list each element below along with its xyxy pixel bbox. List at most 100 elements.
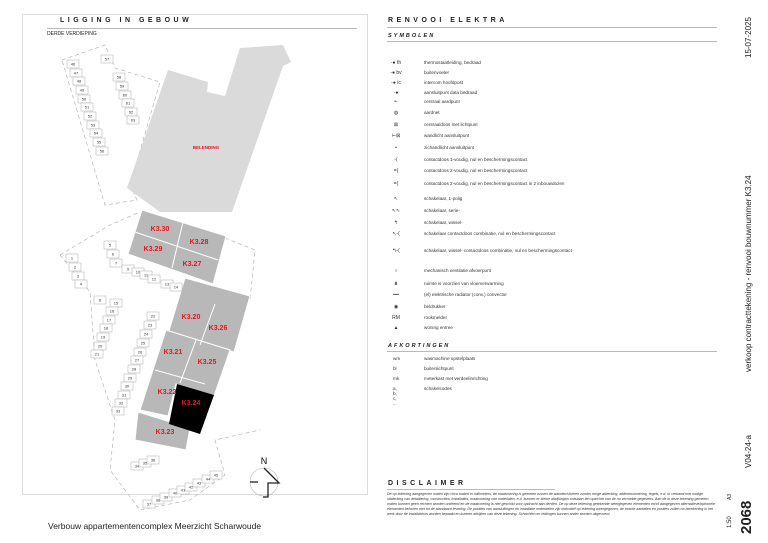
legend-symbol-label: buitenvoeler (424, 70, 450, 75)
legend-symbol-row: ↖schakelaar, 1-polig (381, 196, 711, 206)
unit-label: K3.29 (144, 246, 163, 253)
storage-number: 41 (181, 488, 186, 493)
storage-number: 48 (77, 79, 82, 84)
storage-box (130, 355, 144, 365)
storage-number: 19 (101, 335, 106, 340)
storage-number: 18 (104, 326, 109, 331)
legend-symbol-icon: ⩩ (394, 281, 398, 287)
date: 15-07-2025 (744, 17, 753, 58)
abbreviation-value: wasmachine opstelplaats (424, 356, 476, 361)
storage-number: 4 (80, 282, 83, 287)
storage-number: 47 (74, 71, 79, 76)
unit-label: K3.28 (190, 239, 209, 246)
storage-number: 20 (98, 344, 103, 349)
storage-number: 27 (135, 358, 140, 363)
storage-number: 8 (99, 298, 102, 303)
legend-symbol-row: ↰-(schakelaar, wissel- contactdoos combi… (381, 248, 711, 258)
storage-number: 32 (119, 401, 124, 406)
storage-box (136, 338, 150, 348)
unit-label: K3.24 (182, 400, 201, 407)
legend-symbol-label: woning entree (424, 325, 453, 330)
storage-number: 15 (114, 301, 119, 306)
unit-label: K3.26 (209, 325, 228, 332)
storage-number: 7 (115, 261, 118, 266)
legend-symbol-label: schakelaar, wissel- (424, 220, 463, 225)
storage-number: 57 (105, 57, 110, 62)
legend-symbol-label: beldrukker (424, 304, 446, 309)
legend-symbol-icon: ◍ (393, 110, 399, 116)
legend-symbol-label: thermostaatleiding, bedraad (424, 60, 481, 65)
legend-symbol-icon: -● bv (390, 70, 402, 76)
storage-number: 10 (136, 270, 141, 275)
legend-title: RENVOOI ELEKTRA (388, 17, 508, 24)
storage-box (139, 329, 153, 339)
abbreviation-key: mk (393, 376, 400, 381)
unit-label: K3.27 (183, 261, 202, 268)
legend-symbol-icon: -● (393, 90, 399, 96)
storage-number: 44 (206, 477, 211, 482)
storage-box (111, 406, 125, 416)
legend-symbol-label: aardnet (424, 110, 440, 115)
neighbour-label: BELENDING (193, 145, 220, 150)
legend-symbol-icon: RM (392, 315, 400, 321)
storage-box (95, 146, 109, 156)
storage-number: 29 (128, 376, 133, 381)
storage-box (68, 262, 82, 272)
storage-number: 51 (85, 105, 90, 110)
storage-number: 17 (107, 318, 112, 323)
legend-symbol-row: =(contactdoos 2-voudig, nul en beschermi… (381, 181, 711, 191)
storage-number: 35 (143, 461, 148, 466)
legend-symbol-label: centraaldoos met lichtpunt (424, 122, 478, 127)
legend-symbol-row: ↖-(schakelaar contactdoos combinatie, nu… (381, 231, 711, 241)
legend-symbol-icon: •- (394, 99, 398, 105)
storage-box (93, 295, 107, 305)
storage-number: 9 (127, 267, 130, 272)
unit-label: K3.21 (164, 349, 183, 356)
unit-label: K3.22 (158, 389, 177, 396)
legend-symbol-row: •-centraal aardpunt (381, 99, 711, 109)
storage-box (66, 59, 80, 69)
legend-symbol-icon: -● ic (391, 80, 401, 86)
storage-number: 33 (116, 409, 121, 414)
storage-number: 13 (165, 282, 170, 287)
legend-symbol-icon: ↰-( (392, 248, 400, 254)
storage-number: 63 (131, 118, 136, 123)
unit-K3.24-highlight (169, 384, 214, 434)
legend-symbol-row: ▲woning entree (381, 325, 711, 335)
storage-number: 34 (135, 464, 140, 469)
storage-box (106, 249, 120, 259)
storage-box (96, 332, 110, 342)
legend-symbol-icon: ▪ (395, 145, 397, 151)
storage-number: 5 (109, 243, 112, 248)
storage-number: 40 (173, 491, 178, 496)
revision: V04-24-a (744, 435, 753, 468)
storage-box (146, 311, 160, 321)
legend-symbol-row: ◉beldrukker (381, 304, 711, 314)
legend-symbol-icon: ○ (394, 268, 398, 274)
unit-label: K3.30 (151, 226, 170, 233)
storage-box (115, 81, 129, 91)
legend-symbol-icon: ↖↖ (391, 208, 401, 214)
storage-number: 53 (91, 123, 96, 128)
storage-box (100, 54, 114, 64)
storage-number: 56 (100, 149, 105, 154)
storage-box (80, 102, 94, 112)
legend-symbol-row: ━━(el) elektrische radiator (conv.) conv… (381, 292, 711, 302)
storage-number: 61 (126, 101, 131, 106)
unit-label: K3.20 (182, 314, 201, 321)
storage-number: 50 (82, 97, 87, 102)
storage-number: 31 (122, 393, 127, 398)
legend-symbol-label: schakelaar, 1-polig (424, 196, 463, 201)
legend-symbol-label: wandlicht aansluitpunt (424, 133, 470, 138)
storage-box (146, 455, 160, 465)
legend-symbol-icon: -( (394, 157, 398, 163)
storage-box (90, 349, 104, 359)
north-arrow-icon: N (249, 456, 281, 498)
storage-box (99, 323, 113, 333)
drawing-description: verkoop contracttekening - renvooi bouwn… (744, 175, 753, 372)
storage-box (92, 137, 106, 147)
floor-label: DERDE VERDIEPING (47, 31, 97, 37)
